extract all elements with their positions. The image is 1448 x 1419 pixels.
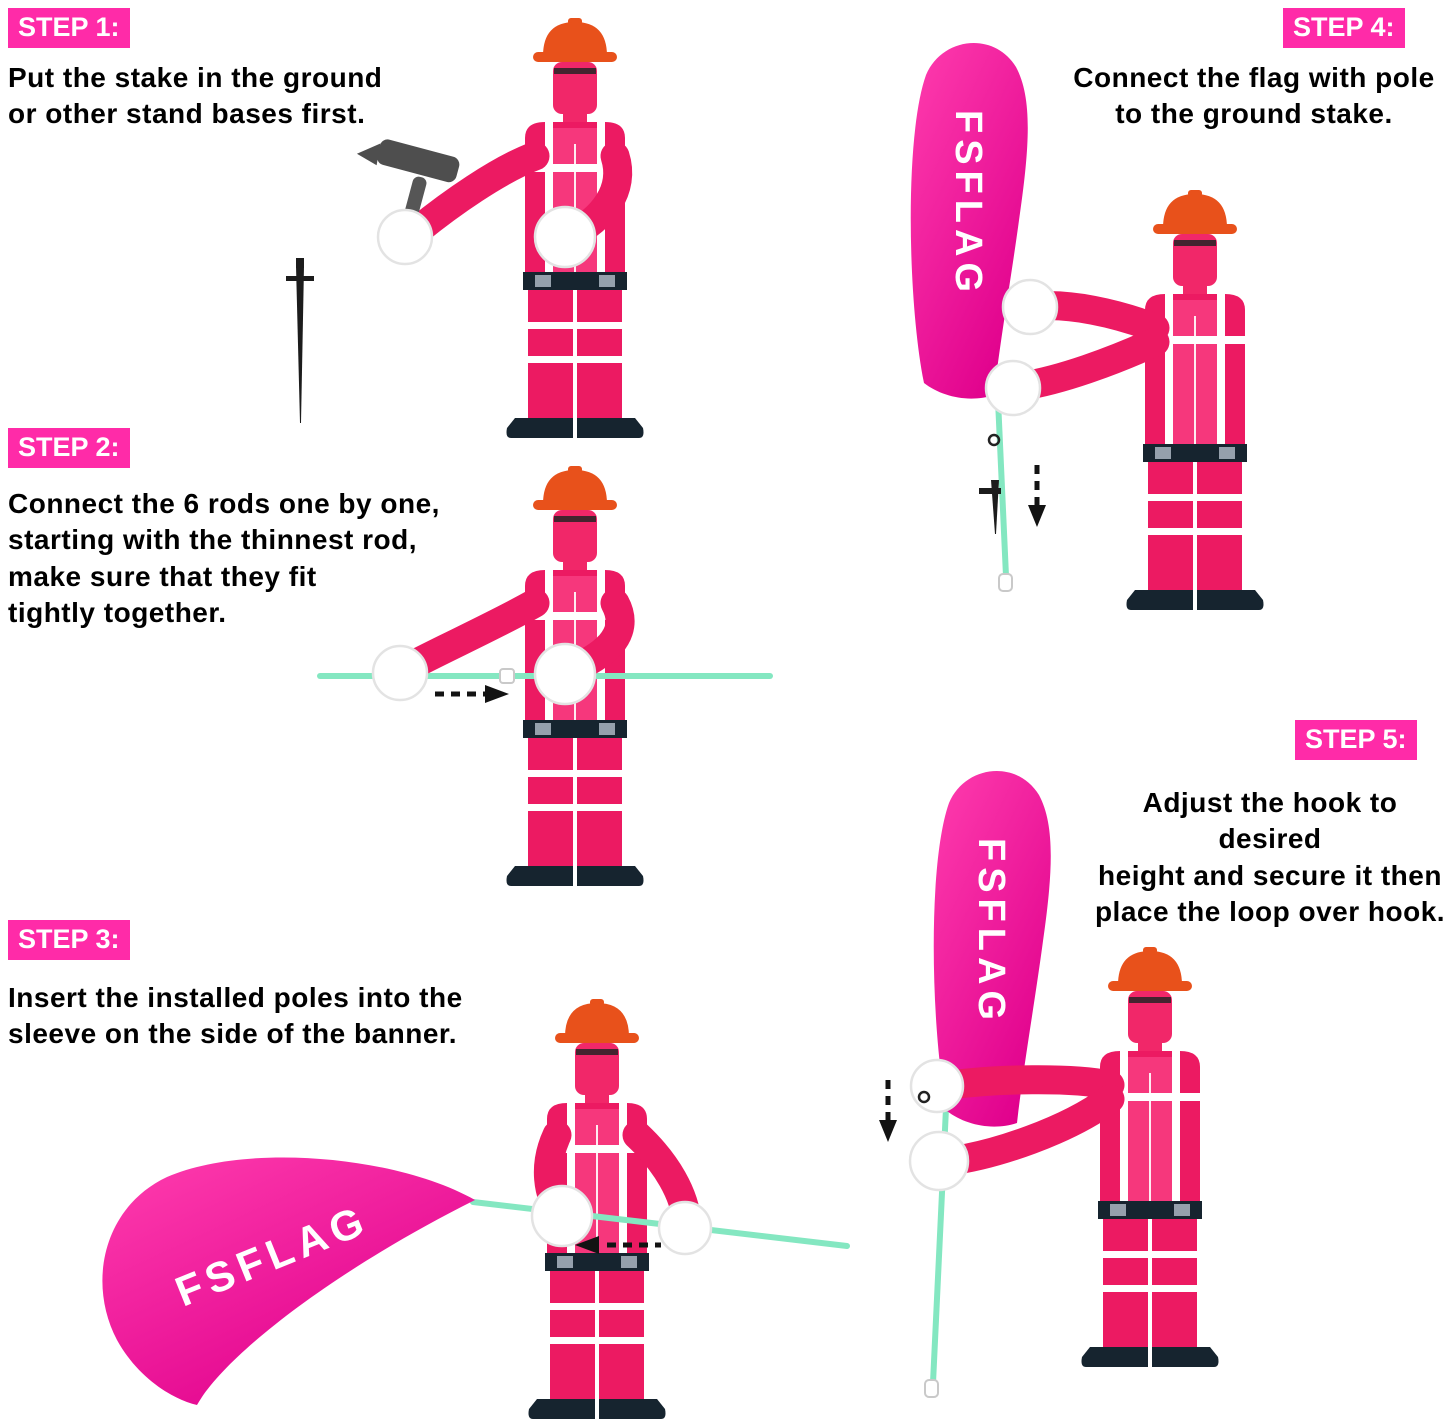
step-4-text-line: Connect the flag with pole xyxy=(1073,62,1435,93)
flag-pole xyxy=(995,397,1009,579)
pole-cap xyxy=(924,1379,939,1398)
worker-hand xyxy=(533,642,597,706)
worker-arm xyxy=(403,141,550,245)
hook-ring-icon xyxy=(987,433,1001,447)
hook-ring-icon xyxy=(917,1090,931,1104)
worker-hand xyxy=(376,208,434,266)
worker-hand xyxy=(657,1200,713,1256)
flag-graphic: FSFLAG xyxy=(102,1157,475,1405)
worker-hand xyxy=(371,644,429,702)
step-2-text-line: starting with the thinnest rod, xyxy=(8,524,418,556)
left-arrow-icon xyxy=(575,1236,661,1254)
down-arrow-icon xyxy=(879,1080,897,1142)
step-2-label: STEP 2: xyxy=(8,428,130,469)
ground-stake-icon xyxy=(979,480,1001,534)
step-5-text-line: height and secure it then xyxy=(1098,859,1442,891)
right-arrow-icon xyxy=(435,685,509,703)
step-3-text: Insert the installed poles into the slee… xyxy=(8,980,548,1053)
flag-graphic xyxy=(910,43,1028,399)
step-3-text-line: sleeve on the side of the banner. xyxy=(8,1018,458,1050)
step-5-illustration xyxy=(879,771,1219,1398)
worker-figure xyxy=(1081,947,1219,1367)
step-4-text: Connect the flag with pole to the ground… xyxy=(1068,60,1440,133)
step-4-text-line: to the ground stake. xyxy=(1115,98,1393,130)
step-5-text-line: place the loop over hook. xyxy=(1094,896,1446,928)
step-2-text-line: Connect the 6 rods one by one, xyxy=(8,488,440,519)
worker-hand xyxy=(533,205,597,269)
worker-arm xyxy=(1008,327,1170,401)
step-5-text: Adjust the hook to desired height and se… xyxy=(1092,785,1448,931)
worker-arm xyxy=(935,1065,1125,1100)
down-arrow-icon xyxy=(1028,465,1046,527)
step-4-label: STEP 4: xyxy=(1283,8,1405,49)
step-5-text-line: Adjust the hook to desired xyxy=(1142,787,1398,855)
step-5-label: STEP 5: xyxy=(1295,720,1417,761)
step-1-illustration xyxy=(286,18,644,438)
ground-stake-icon xyxy=(286,258,314,423)
step-1-label: STEP 1: xyxy=(8,8,130,49)
step-2-text-line: make sure that they fit xyxy=(8,560,317,592)
worker-hand xyxy=(908,1130,970,1192)
worker-hand xyxy=(530,1184,594,1248)
step-1-text-line: or other stand bases first. xyxy=(8,98,366,130)
step-3-label: STEP 3: xyxy=(8,920,130,961)
step-1-text: Put the stake in the ground or other sta… xyxy=(8,60,478,133)
step-3-illustration: FSFLAG xyxy=(102,999,850,1419)
step-2-text-line: tightly together. xyxy=(8,597,227,629)
rod-connector xyxy=(499,668,515,684)
step-2-text: Connect the 6 rods one by one, starting … xyxy=(8,486,488,632)
step-4-illustration xyxy=(910,43,1264,610)
step-1-text-line: Put the stake in the ground xyxy=(8,62,383,93)
pole-cap xyxy=(998,573,1013,592)
step-2-illustration xyxy=(317,466,773,886)
worker-hand xyxy=(909,1058,965,1114)
step-3-text-line: Insert the installed poles into the xyxy=(8,982,463,1013)
worker-hand xyxy=(1001,278,1059,336)
worker-hand xyxy=(984,359,1042,417)
worker-figure xyxy=(1126,190,1264,610)
